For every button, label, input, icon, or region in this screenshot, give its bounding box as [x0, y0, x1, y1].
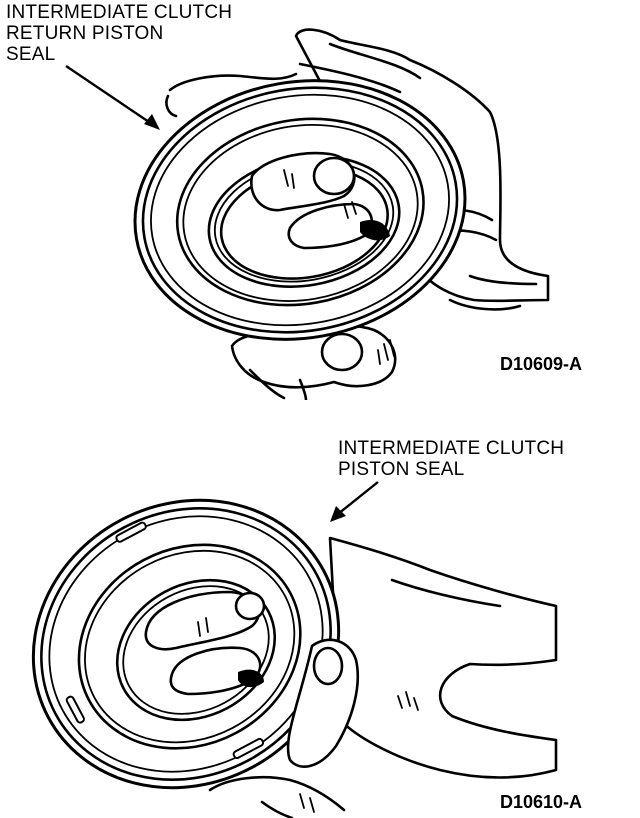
callout-line: SEAL: [6, 44, 56, 65]
hand-bottom: [230, 324, 397, 400]
illustration-piston-seal: [31, 481, 558, 818]
hand-bottom: [208, 775, 346, 818]
callout-line: INTERMEDIATE CLUTCH: [338, 438, 565, 459]
callout-leader-bottom: [330, 481, 379, 522]
figure-bottom: INTERMEDIATE CLUTCH PISTON SEAL D10610-A: [0, 410, 640, 818]
figure-id: D10610-A: [500, 792, 583, 812]
thumb: [286, 638, 360, 768]
callout-line: INTERMEDIATE CLUTCH: [6, 2, 233, 23]
hand-right: [328, 536, 558, 779]
fingers-in-bore: [144, 590, 266, 696]
callout-piston-seal: INTERMEDIATE CLUTCH PISTON SEAL: [338, 438, 564, 480]
callout-return-piston-seal: INTERMEDIATE CLUTCH RETURN PISTON SEAL: [6, 2, 232, 65]
figure-id: D10609-A: [500, 354, 583, 374]
return-piston-seal: [133, 79, 467, 341]
illustration-return-piston-seal: [65, 28, 550, 400]
callout-line: PISTON SEAL: [338, 459, 465, 480]
callout-leader-top: [65, 65, 160, 130]
callout-line: RETURN PISTON: [6, 23, 164, 44]
figure-top: INTERMEDIATE CLUTCH RETURN PISTON SEAL D…: [0, 0, 640, 400]
fingers-in-bore: [250, 151, 390, 250]
